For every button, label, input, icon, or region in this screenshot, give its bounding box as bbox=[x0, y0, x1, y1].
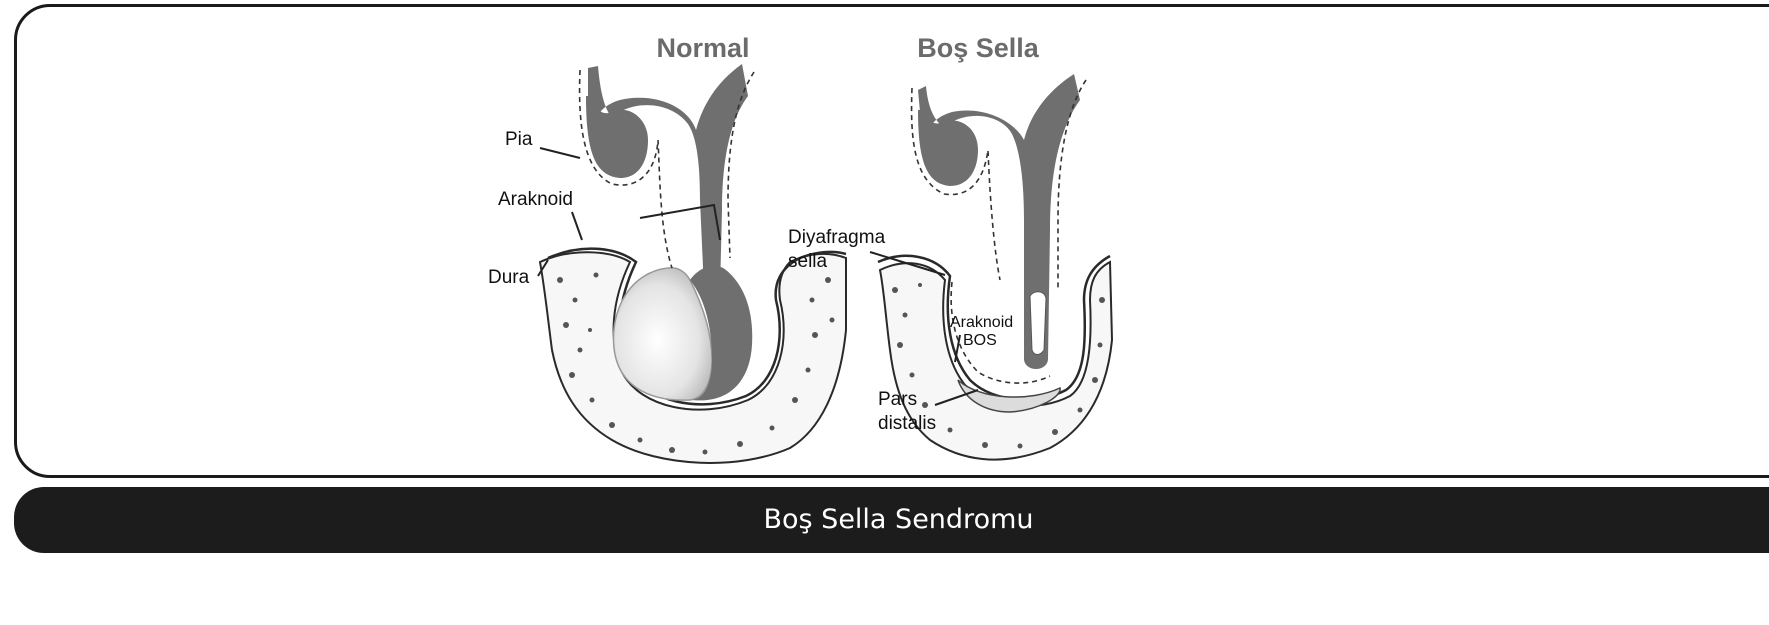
label-sella: sella bbox=[788, 251, 828, 272]
figure-caption: Boş Sella Sendromu bbox=[14, 487, 1769, 553]
leader-pia bbox=[540, 148, 580, 158]
label-pars: Pars bbox=[878, 389, 917, 410]
empty-sella-panel: Boş Sella Diyafragma sella Araknoid BOS bbox=[788, 33, 1112, 460]
normal-title: Normal bbox=[656, 33, 749, 63]
label-dura: Dura bbox=[488, 267, 530, 288]
label-distalis: distalis bbox=[878, 413, 936, 434]
label-araknoid-2: Araknoid bbox=[950, 314, 1013, 331]
label-diyafragma: Diyafragma bbox=[788, 227, 886, 248]
empty-sella-title: Boş Sella bbox=[917, 33, 1040, 63]
caption-bar: Boş Sella Sendromu bbox=[14, 487, 1769, 553]
empty-sella-hypothalamus-lobe bbox=[918, 110, 978, 186]
label-araknoid: Araknoid bbox=[498, 189, 573, 210]
label-bos: BOS bbox=[963, 332, 997, 349]
label-pia: Pia bbox=[505, 129, 533, 150]
leader-araknoid bbox=[572, 212, 582, 240]
empty-sella-posterior-lobe-highlight bbox=[1030, 292, 1046, 355]
